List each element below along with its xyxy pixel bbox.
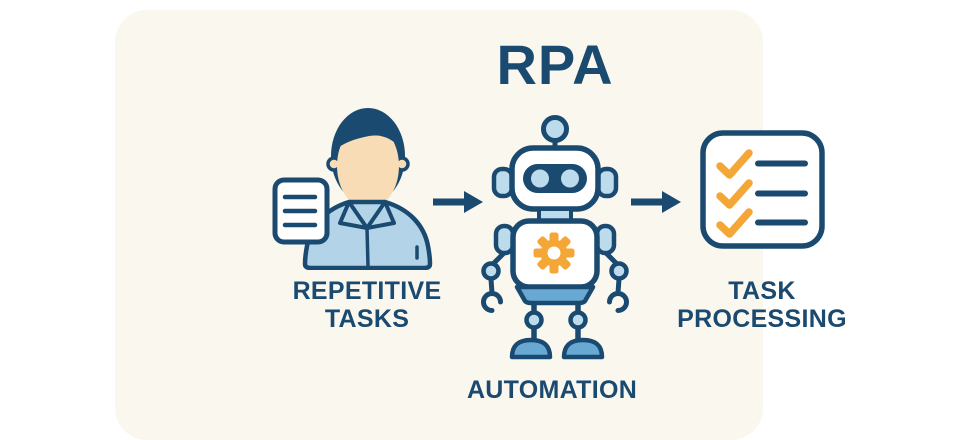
right-arrow-icon [433, 191, 483, 213]
robot-pelvis [514, 284, 596, 306]
checklist-row [716, 179, 808, 209]
document-icon [272, 177, 330, 245]
robot-arm-left [481, 251, 506, 313]
robot-icon [481, 115, 629, 360]
checklist-row [716, 149, 808, 179]
robot-eye-left [531, 169, 549, 188]
right-arrow-icon [631, 191, 681, 213]
person-icon [302, 108, 433, 270]
robot-arm-right [604, 251, 629, 313]
label-repetitive-tasks: REPETITIVE TASKS [292, 277, 442, 333]
person-with-document-icon [272, 108, 433, 270]
checklist-icon [700, 130, 825, 249]
robot-antenna-icon [541, 115, 569, 143]
collar-left [338, 200, 369, 230]
collar-right [365, 200, 396, 230]
gear-icon [533, 232, 575, 274]
robot-eye-right [561, 169, 579, 188]
rpa-infographic: { "title": "RPA", "flow": { "steps": [ {… [115, 10, 847, 440]
label-task-processing: TASK PROCESSING [677, 277, 847, 333]
page-title: RPA [496, 33, 614, 96]
robot-legs [509, 303, 605, 360]
label-automation: AUTOMATION [466, 376, 638, 404]
checklist-row [716, 208, 808, 238]
infographic-card: RPA [115, 10, 847, 440]
